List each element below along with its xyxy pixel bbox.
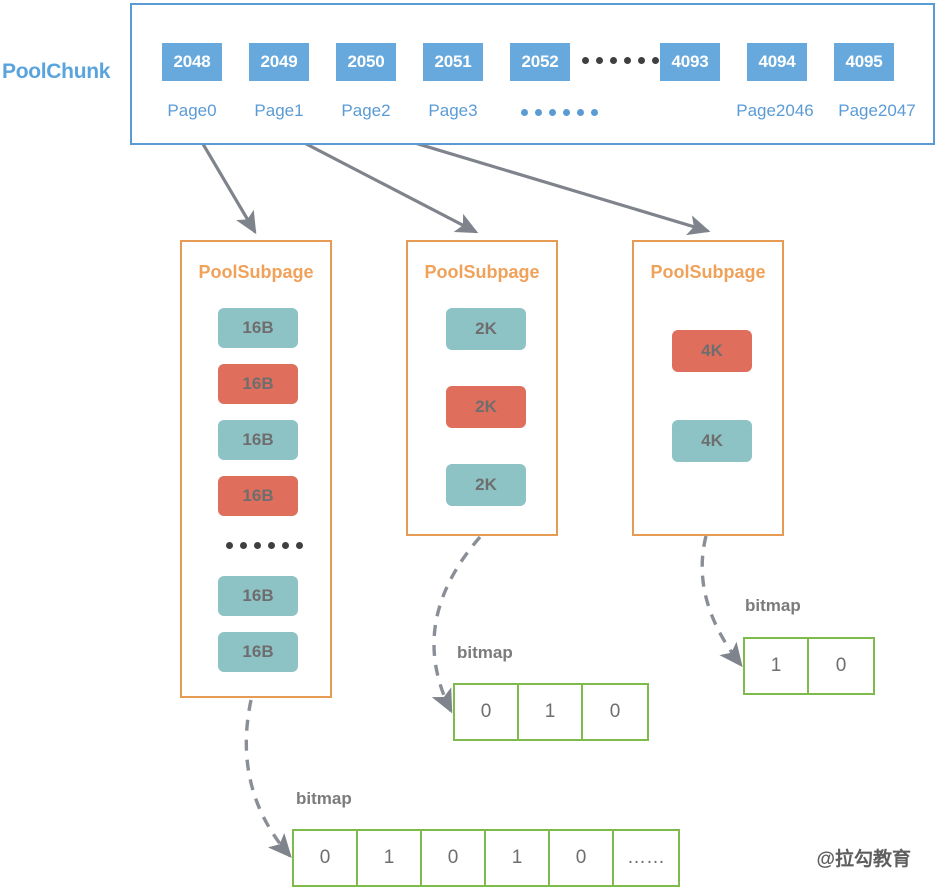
- chunk-cell-id: 2050: [347, 52, 385, 71]
- watermark: @拉勾教育: [816, 849, 911, 870]
- bitmap-label-2k: bitmap: [457, 643, 513, 662]
- subpage-block-2k-1[interactable]: 2K: [446, 386, 526, 428]
- chunk-cell-2050[interactable]: 2050: [336, 43, 396, 81]
- bitmap-cell[interactable]: 1: [519, 685, 583, 739]
- chunk-cell-id: 2049: [260, 52, 298, 71]
- bitmap-label-4k: bitmap: [745, 596, 801, 615]
- poolsubpage-2k: PoolSubpage 2K 2K 2K: [406, 240, 558, 536]
- chunk-cell-id: 4093: [671, 52, 709, 71]
- poolsubpage-16b: PoolSubpage 16B 16B 16B 16B 16B 16B: [180, 240, 332, 698]
- chunk-page-label-0: Page0: [167, 101, 217, 120]
- subpage-block-4k-0[interactable]: 4K: [672, 330, 752, 372]
- block-label: 16B: [242, 486, 274, 505]
- subpage-blocks-ellipsis-icon: [226, 542, 303, 549]
- chunk-page-label-1: Page1: [254, 101, 304, 120]
- chunk-page-label-2047: Page2047: [838, 101, 916, 120]
- subpage-block-4k-1[interactable]: 4K: [672, 420, 752, 462]
- chunk-cell-2048[interactable]: 2048: [162, 43, 222, 81]
- bitmap-row-2k: 0 1 0: [453, 683, 649, 741]
- bitmap-row-16b: 0 1 0 1 0 ……: [292, 829, 680, 887]
- chunk-cells-ellipsis-icon: [582, 57, 659, 64]
- subpage-block-2k-2[interactable]: 2K: [446, 464, 526, 506]
- chunk-cell-4094[interactable]: 4094: [747, 43, 807, 81]
- bitmap-cell[interactable]: 1: [745, 639, 809, 693]
- poolsubpage-title: PoolSubpage: [198, 262, 314, 282]
- bitmap-cell-ellipsis: ……: [627, 847, 665, 868]
- poolsubpage-title: PoolSubpage: [424, 262, 540, 282]
- bitmap-cell[interactable]: 0: [294, 831, 358, 885]
- chunk-cell-2049[interactable]: 2049: [249, 43, 309, 81]
- block-label: 16B: [242, 586, 274, 605]
- chunk-page-label-3: Page3: [428, 101, 478, 120]
- bitmap-cell[interactable]: 0: [550, 831, 614, 885]
- chunk-cell-2051[interactable]: 2051: [423, 43, 483, 81]
- chunk-cell-4095[interactable]: 4095: [834, 43, 894, 81]
- bitmap-row-4k: 1 0: [743, 637, 875, 695]
- bitmap-cell[interactable]: 1: [486, 831, 550, 885]
- chunk-cell-id: 2048: [173, 52, 211, 71]
- arrow-subpage3-to-bitmap3: [700, 535, 743, 668]
- subpage-block-16b-2[interactable]: 16B: [218, 420, 298, 460]
- bitmap-label-16b: bitmap: [296, 789, 352, 808]
- block-label: 16B: [242, 374, 274, 393]
- poolsubpage-4k: PoolSubpage 4K 4K: [632, 240, 784, 536]
- block-label: 2K: [475, 319, 497, 338]
- arrow-subpage1-to-bitmap1: [244, 699, 292, 859]
- poolchunk-container: 2048 2049 2050 2051 2052 4093 4094 4095 …: [130, 3, 935, 145]
- subpage-block-16b-0[interactable]: 16B: [218, 308, 298, 348]
- subpage-block-16b-5[interactable]: 16B: [218, 632, 298, 672]
- block-label: 2K: [475, 397, 497, 416]
- chunk-pages-ellipsis-icon: [521, 109, 598, 116]
- block-label: 4K: [701, 341, 723, 360]
- subpage-block-16b-1[interactable]: 16B: [218, 364, 298, 404]
- chunk-cell-id: 2051: [434, 52, 472, 71]
- chunk-page-label-2046: Page2046: [736, 101, 814, 120]
- chunk-cell-id: 2052: [521, 52, 559, 71]
- chunk-page-label-2: Page2: [341, 101, 391, 120]
- bitmap-cell[interactable]: 0: [422, 831, 486, 885]
- bitmap-cell[interactable]: 1: [358, 831, 422, 885]
- poolchunk-label: PoolChunk: [2, 60, 111, 83]
- poolsubpage-title: PoolSubpage: [650, 262, 766, 282]
- subpage-block-16b-4[interactable]: 16B: [218, 576, 298, 616]
- bitmap-cell[interactable]: 0: [455, 685, 519, 739]
- chunk-cell-id: 4095: [845, 52, 883, 71]
- bitmap-cell[interactable]: 0: [835, 655, 847, 676]
- block-label: 2K: [475, 475, 497, 494]
- block-label: 16B: [242, 642, 274, 661]
- subpage-block-2k-0[interactable]: 2K: [446, 308, 526, 350]
- chunk-cell-4093[interactable]: 4093: [660, 43, 720, 81]
- subpage-block-16b-3[interactable]: 16B: [218, 476, 298, 516]
- bitmap-cell[interactable]: 0: [609, 701, 621, 722]
- block-label: 16B: [242, 318, 274, 337]
- block-label: 16B: [242, 430, 274, 449]
- chunk-cell-2052[interactable]: 2052: [510, 43, 570, 81]
- block-label: 4K: [701, 431, 723, 450]
- chunk-cell-id: 4094: [758, 52, 796, 71]
